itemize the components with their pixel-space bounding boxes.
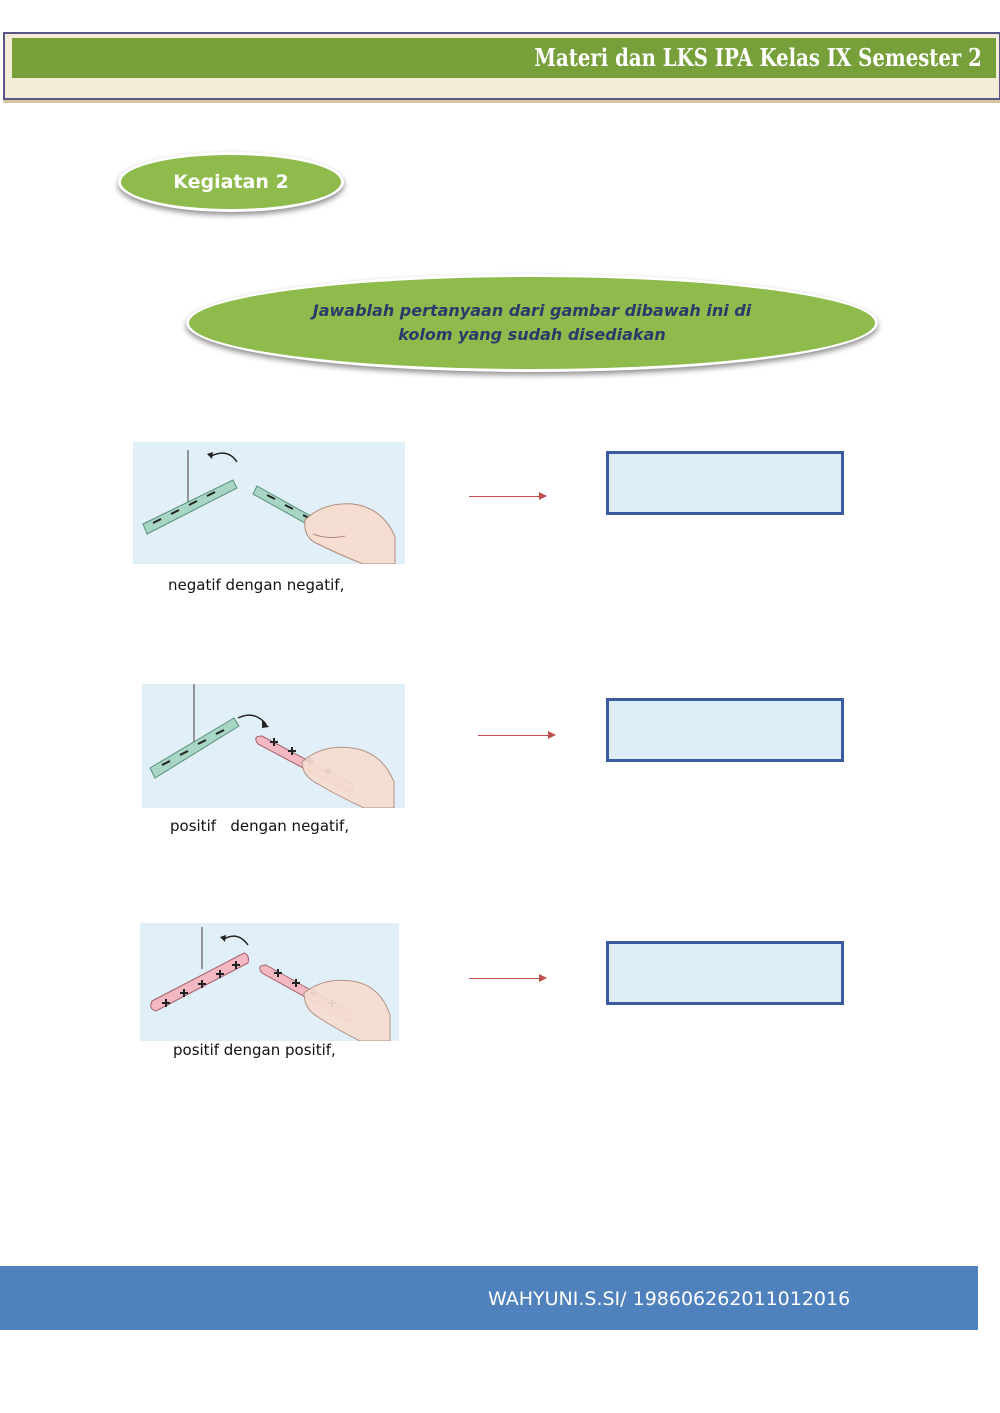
answer-box-2[interactable] bbox=[606, 698, 844, 762]
figure-positive-positive bbox=[140, 923, 399, 1041]
caption-item-3: positif dengan positif, bbox=[173, 1041, 336, 1059]
instruction-text: Jawablah pertanyaan dari gambar dibawah … bbox=[312, 301, 752, 344]
footer-bar bbox=[0, 1266, 978, 1330]
answer-box-1[interactable] bbox=[606, 451, 844, 515]
instruction-banner: Jawablah pertanyaan dari gambar dibawah … bbox=[186, 274, 878, 372]
header-title: Materi dan LKS IPA Kelas IX Semester 2 bbox=[534, 43, 982, 72]
arrow-item-2 bbox=[478, 731, 556, 739]
caption-item-2: positif dengan negatif, bbox=[170, 817, 350, 835]
arrow-item-3 bbox=[469, 974, 547, 982]
footer-author: WAHYUNI.S.SI/ 198606262011012016 bbox=[488, 1288, 851, 1310]
figure-negative-negative bbox=[133, 442, 405, 564]
caption-item-1: negatif dengan negatif, bbox=[168, 576, 345, 594]
header-bar bbox=[12, 38, 996, 78]
activity-badge: Kegiatan 2 bbox=[118, 152, 344, 212]
answer-box-3[interactable] bbox=[606, 941, 844, 1005]
figure-positive-negative bbox=[142, 684, 405, 808]
arrow-item-1 bbox=[469, 492, 547, 500]
activity-label: Kegiatan 2 bbox=[173, 171, 289, 193]
